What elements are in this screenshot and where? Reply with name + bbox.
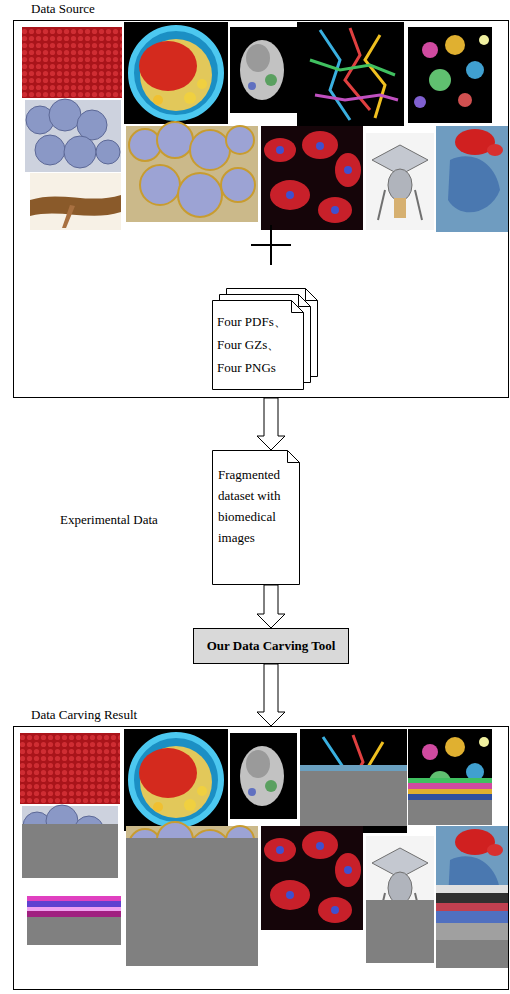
image-part	[27, 896, 121, 901]
image-part	[436, 923, 508, 940]
image-part	[270, 225, 272, 265]
image-part	[436, 911, 508, 923]
image-part	[366, 133, 434, 230]
dataset-document: Fragmented dataset with biomedical image…	[212, 450, 300, 585]
image-part	[261, 126, 363, 230]
image-part	[27, 907, 121, 911]
image-part	[408, 27, 492, 123]
image-part	[230, 27, 297, 113]
image-part	[20, 733, 120, 804]
image-part	[408, 794, 492, 800]
file-stack-icon: Four PDFs、 Four GZs、 Four PNGs	[212, 288, 318, 390]
image-part	[124, 729, 228, 831]
image-part	[261, 826, 363, 930]
source-images	[22, 22, 508, 232]
file-list-text: Four PDFs、 Four GZs、 Four PNGs	[217, 310, 299, 379]
image-part	[436, 826, 508, 932]
image-part	[436, 126, 508, 232]
result-panel: Data Carving Result	[13, 726, 509, 990]
page-fold	[299, 295, 311, 307]
block-arrow	[257, 664, 285, 726]
image-part	[408, 778, 492, 783]
image-part	[230, 733, 297, 819]
page-fold	[306, 289, 318, 301]
plus-sign	[251, 225, 291, 265]
process-box: Our Data Carving Tool	[193, 628, 349, 664]
image-part	[436, 885, 508, 893]
image-part	[27, 917, 121, 945]
image-part	[22, 805, 118, 878]
page-sheet	[213, 301, 304, 390]
image-part	[300, 729, 407, 833]
image-part	[300, 771, 407, 826]
image-part	[408, 783, 492, 789]
image-part	[408, 800, 492, 825]
image-part	[300, 765, 407, 771]
page-fold	[288, 451, 300, 463]
panel-heading: Data Source	[31, 1, 95, 17]
image-part	[27, 901, 121, 907]
image-part	[126, 838, 258, 966]
image-part	[297, 22, 404, 126]
page-sheet	[213, 451, 300, 585]
image-part	[366, 900, 434, 963]
side-label: Experimental Data	[60, 512, 158, 528]
image-part	[124, 22, 228, 124]
carved-images	[20, 729, 508, 968]
document-text: Fragmented dataset with biomedical image…	[218, 464, 296, 548]
image-part	[436, 903, 508, 911]
process-label: Our Data Carving Tool	[207, 638, 336, 654]
image-part	[27, 911, 121, 917]
block-arrow	[257, 585, 285, 628]
image-part	[27, 880, 121, 945]
image-part	[126, 122, 258, 222]
source-panel: Data SourceFour PDFs、 Four GZs、 Four PNG…	[13, 20, 509, 398]
block-arrow	[257, 398, 285, 450]
image-part	[25, 99, 121, 172]
image-part	[22, 27, 122, 98]
page-fold	[292, 301, 304, 313]
image-part	[408, 789, 492, 794]
image-part	[22, 824, 118, 878]
image-part	[408, 729, 492, 825]
image-part	[436, 893, 508, 903]
image-part	[436, 940, 508, 968]
panel-heading: Data Carving Result	[31, 707, 137, 723]
image-part	[30, 173, 121, 230]
